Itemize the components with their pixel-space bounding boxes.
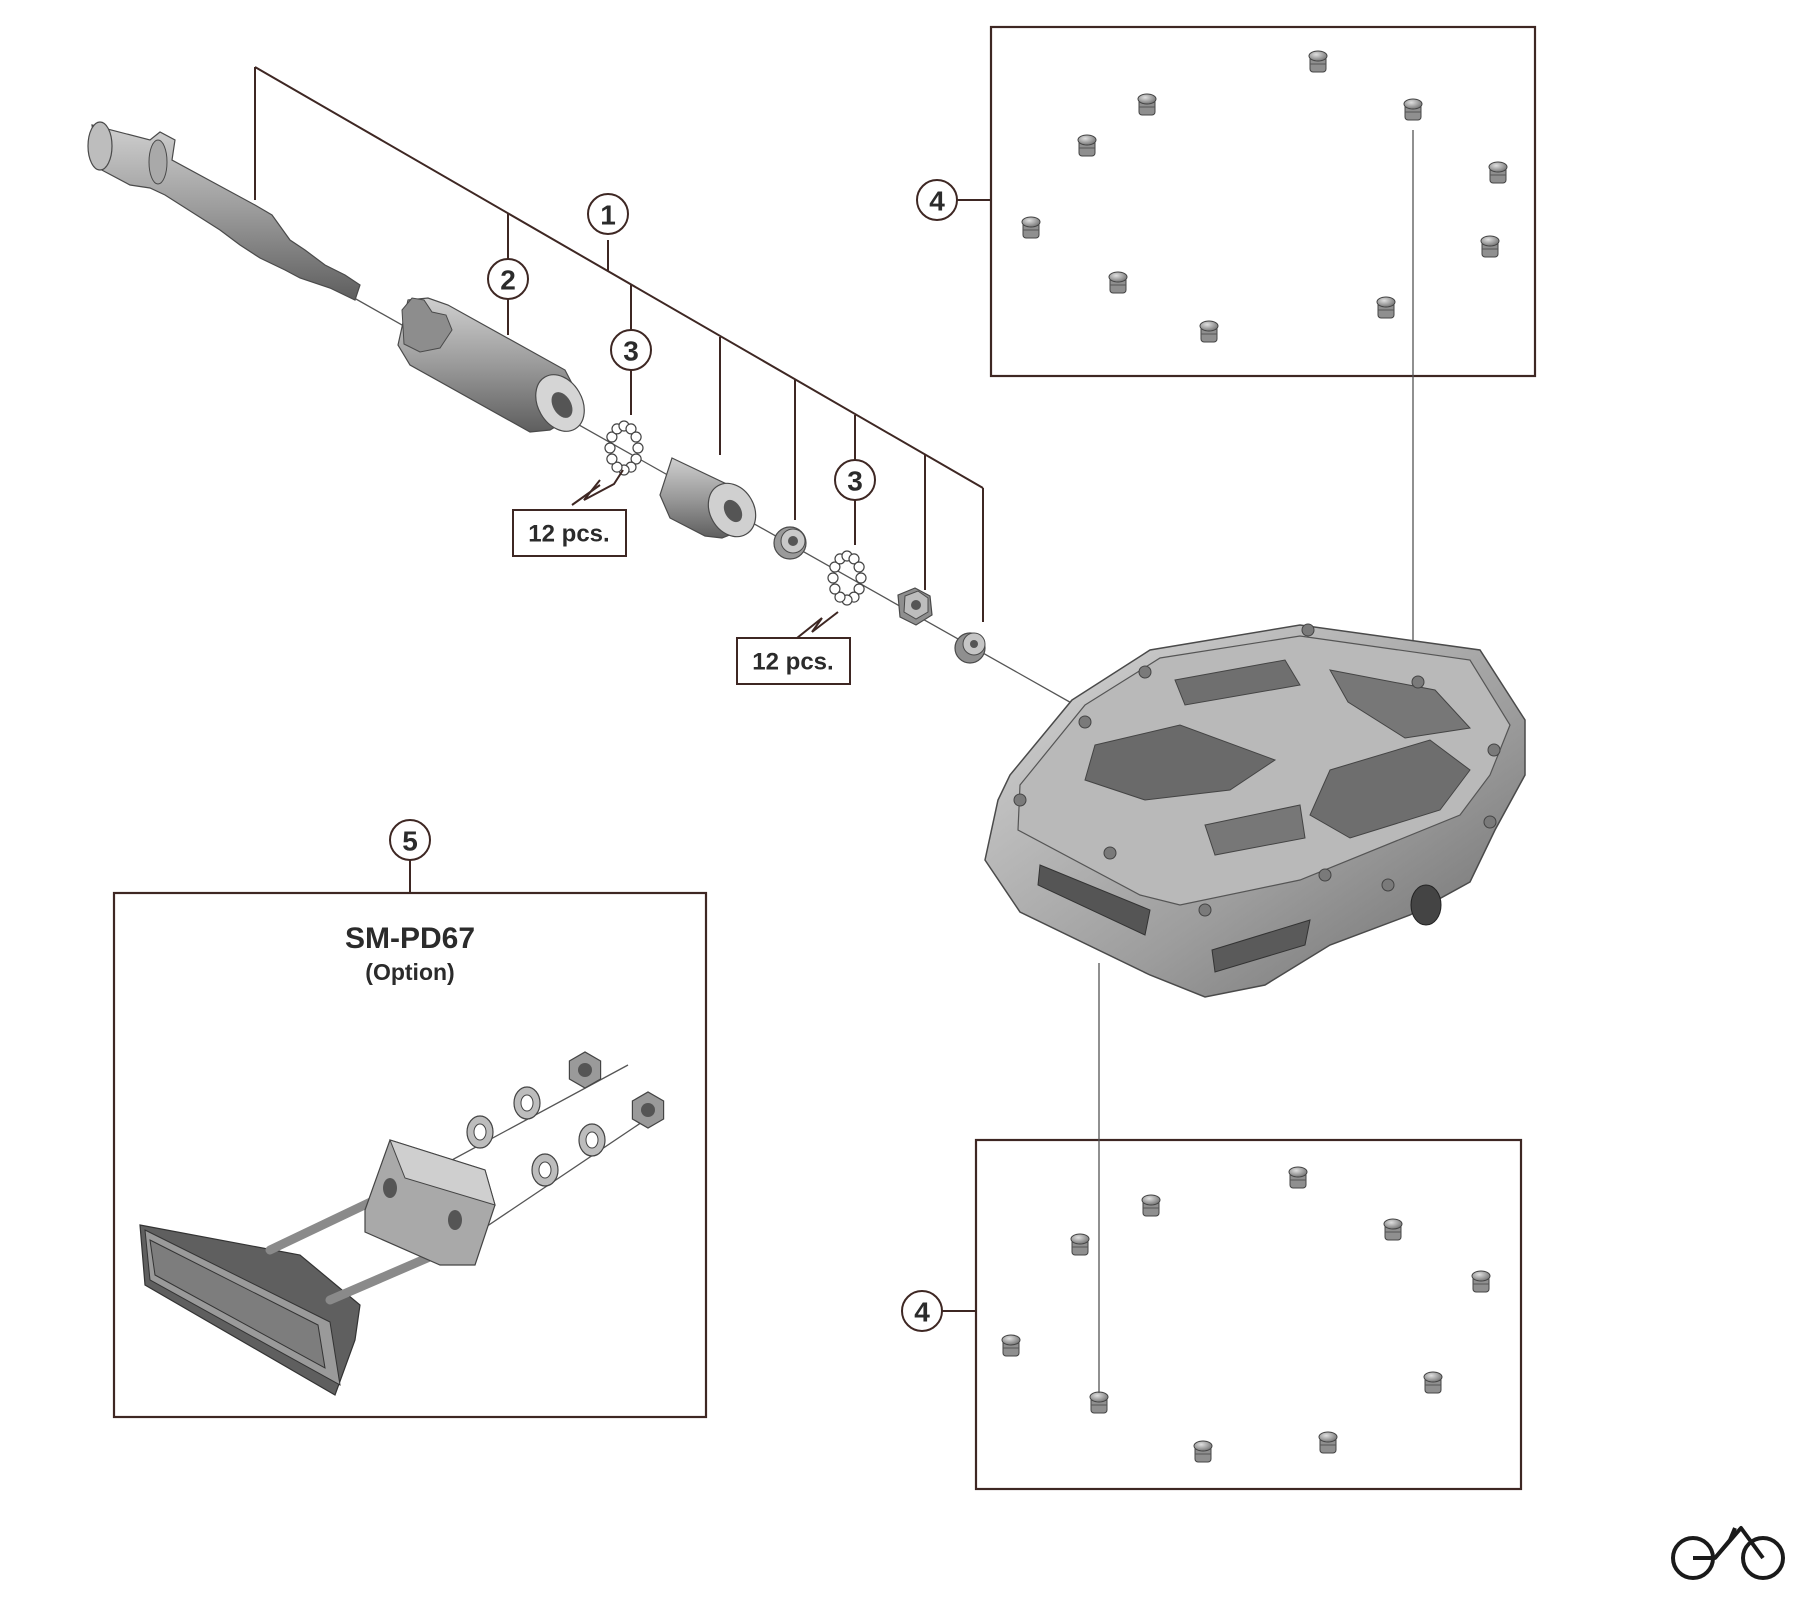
pin-set-top-box: 4 xyxy=(916,25,1537,688)
hex-nut xyxy=(568,1051,602,1089)
traction-pin xyxy=(1199,320,1219,343)
washer xyxy=(531,1153,559,1187)
option-title: SM-PD67 xyxy=(345,922,475,955)
bearing-ball xyxy=(630,431,642,443)
traction-pin xyxy=(1403,98,1423,121)
reflector-bracket xyxy=(364,1139,496,1266)
bearing-ball xyxy=(625,423,637,435)
svg-text:3: 3 xyxy=(623,336,639,367)
hex-nut xyxy=(631,1091,665,1129)
traction-pins-top xyxy=(1021,50,1508,343)
traction-pin xyxy=(1001,1334,1021,1357)
traction-pin xyxy=(1137,93,1157,116)
bearing-ball xyxy=(853,561,865,573)
traction-pins-bottom xyxy=(1001,1166,1491,1463)
pin-set-bottom-box: 4 xyxy=(901,963,1523,1491)
svg-text:5: 5 xyxy=(402,826,418,857)
bearing-ball xyxy=(827,572,839,584)
bicycle-icon xyxy=(1671,1526,1785,1580)
traction-pin xyxy=(1288,1166,1308,1189)
svg-text:2: 2 xyxy=(500,265,516,296)
bushing xyxy=(659,457,757,539)
option-subtitle: (Option) xyxy=(365,959,454,985)
traction-pin xyxy=(1089,1391,1109,1414)
svg-text:3: 3 xyxy=(847,466,863,497)
reflector xyxy=(139,1224,361,1396)
callout-3-second: 3 xyxy=(834,459,876,545)
svg-text:1: 1 xyxy=(600,200,616,231)
washer xyxy=(466,1115,494,1149)
bearing-ball xyxy=(853,583,865,595)
ball-bearing-ring-2 xyxy=(827,550,867,606)
traction-pin xyxy=(1193,1440,1213,1463)
cap-nut xyxy=(954,632,986,664)
ball-bearing-ring-1 xyxy=(604,420,644,476)
bearing-ball xyxy=(606,453,618,465)
traction-pin xyxy=(1488,161,1508,184)
traction-pin xyxy=(1021,216,1041,239)
pedal-axle xyxy=(87,121,361,301)
callout-3-first: 3 xyxy=(610,329,652,415)
traction-pin xyxy=(1383,1218,1403,1241)
bearing-ball xyxy=(611,461,623,473)
quantity-label-1: 12 pcs. xyxy=(512,469,627,557)
quantity-label-2: 12 pcs. xyxy=(736,611,851,685)
svg-text:12 pcs.: 12 pcs. xyxy=(528,521,609,548)
option-reflector-box: 5 SM-PD67 (Option) xyxy=(112,819,708,1419)
bearing-ball xyxy=(834,591,846,603)
bearing-ball xyxy=(848,553,860,565)
traction-pin xyxy=(1423,1371,1443,1394)
bearing-ball xyxy=(829,561,841,573)
bearing-ball xyxy=(630,453,642,465)
traction-pin xyxy=(1471,1270,1491,1293)
bearing-ball xyxy=(855,572,867,584)
washers-and-nuts xyxy=(466,1051,665,1187)
traction-pin xyxy=(1077,134,1097,157)
traction-pin xyxy=(1070,1233,1090,1256)
bearing-ball xyxy=(606,431,618,443)
assembly-bracket-lines xyxy=(254,66,1076,706)
axle-sleeve xyxy=(397,297,585,433)
washer xyxy=(578,1123,606,1157)
bearing-ball xyxy=(604,442,616,454)
callout-1: 1 xyxy=(587,193,629,235)
svg-text:4: 4 xyxy=(929,186,945,217)
traction-pin xyxy=(1376,296,1396,319)
traction-pin xyxy=(1480,235,1500,258)
svg-text:4: 4 xyxy=(914,1297,930,1328)
svg-text:12 pcs.: 12 pcs. xyxy=(752,649,833,676)
traction-pin xyxy=(1108,271,1128,294)
traction-pin xyxy=(1308,50,1328,73)
traction-pin xyxy=(1141,1194,1161,1217)
cone-washer xyxy=(773,526,807,560)
callout-2: 2 xyxy=(487,258,529,300)
lock-nut xyxy=(897,587,933,626)
washer xyxy=(513,1086,541,1120)
bearing-ball xyxy=(632,442,644,454)
bearing-ball xyxy=(829,583,841,595)
traction-pin xyxy=(1318,1431,1338,1454)
pedal-body xyxy=(984,623,1526,998)
